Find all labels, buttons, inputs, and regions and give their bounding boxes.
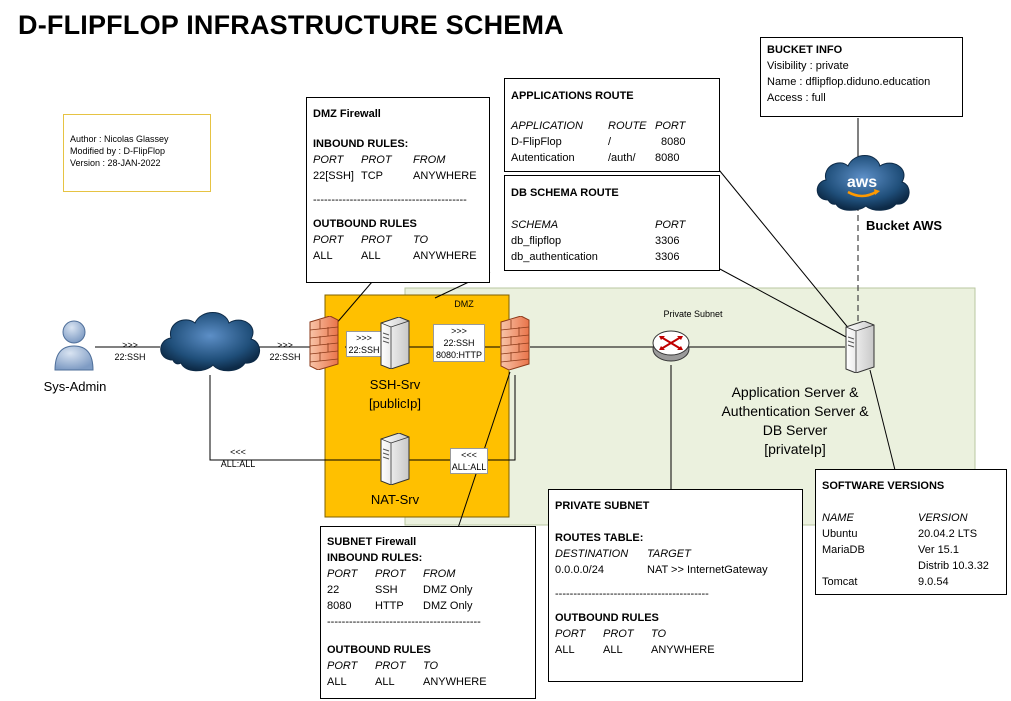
applications-route-box: APPLICATIONS ROUTE APPLICATION ROUTE POR… xyxy=(504,78,720,172)
subnet-firewall-box: SUBNET Firewall INBOUND RULES: PORT PROT… xyxy=(320,526,536,699)
software-header: NAME VERSION xyxy=(822,512,968,524)
table-row: 22[SSH] TCP ANYWHERE xyxy=(313,170,477,182)
table-row: 22 SSH DMZ Only xyxy=(327,584,473,596)
table-row: Tomcat 9.0.54 xyxy=(822,576,949,588)
table-row: ALL ALL ANYWHERE xyxy=(327,676,487,688)
bucket-name: Name : dflipflop.diduno.education xyxy=(767,76,931,88)
table-row: db_authentication 3306 xyxy=(511,251,680,263)
dmz-outbound-title: OUTBOUND RULES xyxy=(313,218,417,230)
dmz-inbound-title: INBOUND RULES: xyxy=(313,138,409,150)
routes-table-title: ROUTES TABLE: xyxy=(555,532,644,544)
aws-logo-text: aws xyxy=(847,174,877,191)
separator: ----------------------------------------… xyxy=(327,616,481,628)
software-versions-title: SOFTWARE VERSIONS xyxy=(822,480,945,492)
edge-label-nat-return: <<<ALL:ALL xyxy=(220,447,256,469)
bucket-info-box: BUCKET INFO Visibility : private Name : … xyxy=(760,37,963,117)
server-icon xyxy=(380,317,410,369)
bucket-access: Access : full xyxy=(767,92,826,104)
internet-cloud-icon xyxy=(160,312,260,372)
dmz-inbound-header: PORT PROT FROM xyxy=(313,154,446,166)
modified-line: Modified by : D-FlipFlop xyxy=(70,146,166,156)
dmz-zone-label: DMZ xyxy=(454,299,474,309)
page-title: D-FLIPFLOP INFRASTRUCTURE SCHEMA xyxy=(18,10,564,40)
dmz-outbound-header: PORT PROT TO xyxy=(313,234,429,246)
private-subnet-zone-label: Private Subnet xyxy=(663,309,723,319)
table-row: 0.0.0.0/24 NAT >> InternetGateway xyxy=(555,564,768,576)
table-row: Ubuntu 20.04.2 LTS xyxy=(822,528,978,540)
edge-label-admin-cloud: >>>22:SSH xyxy=(114,340,146,362)
firewall-icon xyxy=(309,316,339,370)
software-versions-box: SOFTWARE VERSIONS NAME VERSION Ubuntu 20… xyxy=(815,469,1007,595)
table-row: MariaDB Ver 15.1 xyxy=(822,544,959,556)
sys-admin-label: Sys-Admin xyxy=(43,379,107,394)
table-row: D-FlipFlop / 8080 xyxy=(511,136,686,148)
aws-cloud-icon: aws xyxy=(816,155,910,211)
separator: ----------------------------------------… xyxy=(555,588,709,600)
private-outbound-header: PORT PROT TO xyxy=(555,628,667,640)
subnet-inbound-header: PORT PROT FROM xyxy=(327,568,456,580)
table-row: db_flipflop 3306 xyxy=(511,235,680,247)
subnet-inbound-title: INBOUND RULES: xyxy=(327,552,423,564)
ssh-srv-label: SSH-Srv[publicIp] xyxy=(368,377,422,411)
bucket-visibility: Visibility : private xyxy=(767,60,849,72)
bucket-info-title: BUCKET INFO xyxy=(767,44,843,56)
dmz-firewall-title: DMZ Firewall xyxy=(313,108,381,120)
author-box: Author : Nicolas Glassey Modified by : D… xyxy=(63,114,211,192)
private-subnet-title: PRIVATE SUBNET xyxy=(555,500,650,512)
firewall-icon xyxy=(500,316,530,370)
author-line: Author : Nicolas Glassey xyxy=(70,134,169,144)
private-outbound-title: OUTBOUND RULES xyxy=(555,612,659,624)
user-icon xyxy=(54,320,94,371)
edge-label-firewall-ssh: >>>22:SSH xyxy=(346,331,382,357)
subnet-outbound-header: PORT PROT TO xyxy=(327,660,439,672)
version-line: Version : 28-JAN-2022 xyxy=(70,158,161,168)
subnet-firewall-title: SUBNET Firewall xyxy=(327,536,417,548)
app-server-label: Application Server &Authentication Serve… xyxy=(721,384,869,457)
db-schema-route-box: DB SCHEMA ROUTE SCHEMA PORT db_flipflop … xyxy=(504,175,720,271)
routes-header: DESTINATION TARGET xyxy=(555,548,691,560)
db-schema-route-title: DB SCHEMA ROUTE xyxy=(511,187,619,199)
table-row: ALL ALL ANYWHERE xyxy=(313,250,477,262)
server-icon xyxy=(380,433,410,485)
subnet-outbound-title: OUTBOUND RULES xyxy=(327,644,431,656)
edge-label-cloud-firewall: >>>22:SSH xyxy=(269,340,301,362)
router-icon xyxy=(652,330,690,362)
nat-srv-label: NAT-Srv xyxy=(370,492,420,507)
applications-route-header: APPLICATION ROUTE PORT xyxy=(511,120,686,132)
separator: ----------------------------------------… xyxy=(313,194,467,206)
applications-route-title: APPLICATIONS ROUTE xyxy=(511,90,634,102)
server-icon xyxy=(845,321,875,373)
private-subnet-box: PRIVATE SUBNET ROUTES TABLE: DESTINATION… xyxy=(548,489,803,682)
db-schema-header: SCHEMA PORT xyxy=(511,219,686,231)
table-row: ALL ALL ANYWHERE xyxy=(555,644,715,656)
table-row: 8080 HTTP DMZ Only xyxy=(327,600,473,612)
table-row: Autentication /auth/ 8080 xyxy=(511,152,680,164)
dmz-firewall-box: DMZ Firewall INBOUND RULES: PORT PROT FR… xyxy=(306,97,490,283)
table-row: Distrib 10.3.32 xyxy=(918,560,989,572)
bucket-label: Bucket AWS xyxy=(866,218,943,233)
edge-label-firewall2-nat: <<<ALL:ALL xyxy=(450,448,488,474)
